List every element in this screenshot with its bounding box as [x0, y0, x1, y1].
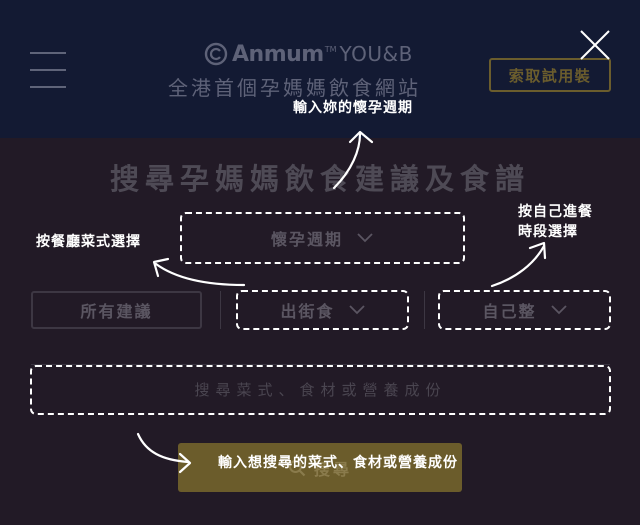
pregnancy-week-select[interactable]: 懷孕週期: [180, 212, 464, 264]
highlight-pregnancy-week: [180, 212, 465, 264]
highlight-self-made: [438, 290, 611, 330]
site-tagline: 全港首個孕媽媽飲食網站: [168, 76, 421, 100]
annotation-meal-time: 按自己進餐 時段選擇: [518, 202, 593, 242]
page-title: 搜尋孕媽媽飲食建議及食譜: [109, 162, 530, 196]
filter-eat-out-select[interactable]: 出街食: [237, 291, 408, 329]
brand-logo[interactable]: Anmum TM YOU&B: [204, 40, 413, 68]
annotation-meal-time-line1: 按自己進餐: [518, 204, 593, 220]
pregnancy-week-label: 懷孕週期: [270, 230, 343, 249]
request-sample-button[interactable]: 索取試用裝: [489, 58, 611, 92]
logo-brand: Anmum: [232, 41, 324, 67]
annotation-menu-select: 按餐廳菜式選擇: [36, 234, 141, 250]
filter-self-made-select[interactable]: 自己整: [439, 291, 610, 329]
search-button-label: 搜尋: [313, 459, 352, 479]
chevron-down-icon: [357, 233, 373, 243]
site-header: Anmum TM YOU&B 全港首個孕媽媽飲食網站 索取試用裝: [0, 0, 640, 138]
chevron-down-icon: [348, 305, 365, 315]
logo-trademark: TM: [324, 44, 337, 54]
logo-subbrand: YOU&B: [339, 42, 413, 66]
divider: [220, 291, 221, 329]
search-icon: [288, 459, 306, 476]
filter-self-made-label: 自己整: [482, 302, 537, 321]
annotation-pregnancy-cycle: 輸入妳的懷孕週期: [293, 100, 413, 116]
highlight-eat-out: [236, 290, 409, 330]
search-button[interactable]: 搜尋: [178, 443, 462, 492]
annotation-meal-time-line2: 時段選擇: [518, 224, 578, 240]
divider: [424, 291, 425, 329]
filter-eat-out-label: 出街食: [280, 302, 335, 321]
highlight-search: [30, 365, 611, 415]
menu-icon[interactable]: [30, 52, 66, 88]
search-placeholder: 搜尋菜式、食材或營養成份: [194, 381, 447, 399]
logo-swirl-icon: [204, 42, 228, 66]
filter-all-button[interactable]: 所有建議: [31, 291, 202, 329]
chevron-down-icon: [550, 305, 567, 315]
search-input[interactable]: 搜尋菜式、食材或營養成份: [31, 364, 610, 414]
close-icon[interactable]: [578, 28, 612, 62]
annotation-search-hint: 輸入想搜尋的菜式、食材或營養成份: [218, 455, 458, 471]
